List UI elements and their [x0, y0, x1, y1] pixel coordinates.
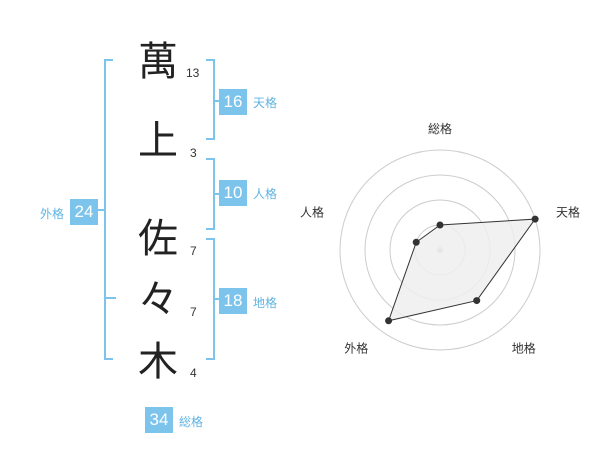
stroke-count-4: 7 [190, 305, 197, 319]
stroke-count-3: 7 [190, 244, 197, 258]
radar-point-3 [473, 297, 481, 305]
radar-axis-label-5: 人格 [300, 204, 324, 219]
tenkaku-label: 天格 [253, 96, 278, 110]
name-char-2: 上 [138, 118, 178, 164]
gaikaku-bracket [104, 59, 113, 360]
radar-axis-label-1: 総格 [428, 121, 452, 136]
tenkaku-tick [213, 100, 219, 102]
gaikaku-tick [98, 209, 104, 211]
radar-series-polygon [387, 218, 537, 322]
jinkaku-value: 10 [219, 180, 247, 206]
radar-axis-label-4: 外格 [344, 341, 368, 356]
radar-grid-ring-3 [364, 174, 516, 326]
radar-axis-label-2: 天格 [556, 204, 580, 219]
name-char-5: 木 [138, 339, 178, 385]
radar-point-4 [385, 317, 393, 325]
chikaku-value: 18 [219, 288, 247, 314]
name-char-4: 々 [138, 277, 178, 323]
chikaku-label: 地格 [253, 296, 278, 310]
tenkaku-value: 16 [219, 89, 247, 115]
tenkaku-bracket [206, 59, 215, 140]
name-char-3: 佐 [138, 216, 178, 262]
name-char-1: 萬 [138, 39, 178, 85]
radar-axis-label-3: 地格 [512, 341, 536, 356]
soukaku-label: 総格 [179, 415, 204, 429]
stroke-count-1: 13 [186, 66, 200, 80]
radar-point-5 [412, 238, 420, 246]
gaikaku-inner-tick [106, 297, 116, 299]
stroke-count-2: 3 [190, 146, 197, 160]
stroke-count-5: 4 [190, 366, 197, 380]
radar-point-2 [531, 215, 539, 223]
jinkaku-label: 人格 [253, 187, 278, 201]
soukaku-value: 34 [145, 407, 173, 433]
radar-point-1 [436, 221, 444, 229]
jinkaku-tick [213, 193, 219, 195]
gaikaku-value: 24 [70, 199, 98, 225]
gaikaku-label: 外格 [40, 207, 65, 221]
radar-grid-ring-4 [339, 149, 541, 351]
chikaku-tick [213, 298, 219, 300]
